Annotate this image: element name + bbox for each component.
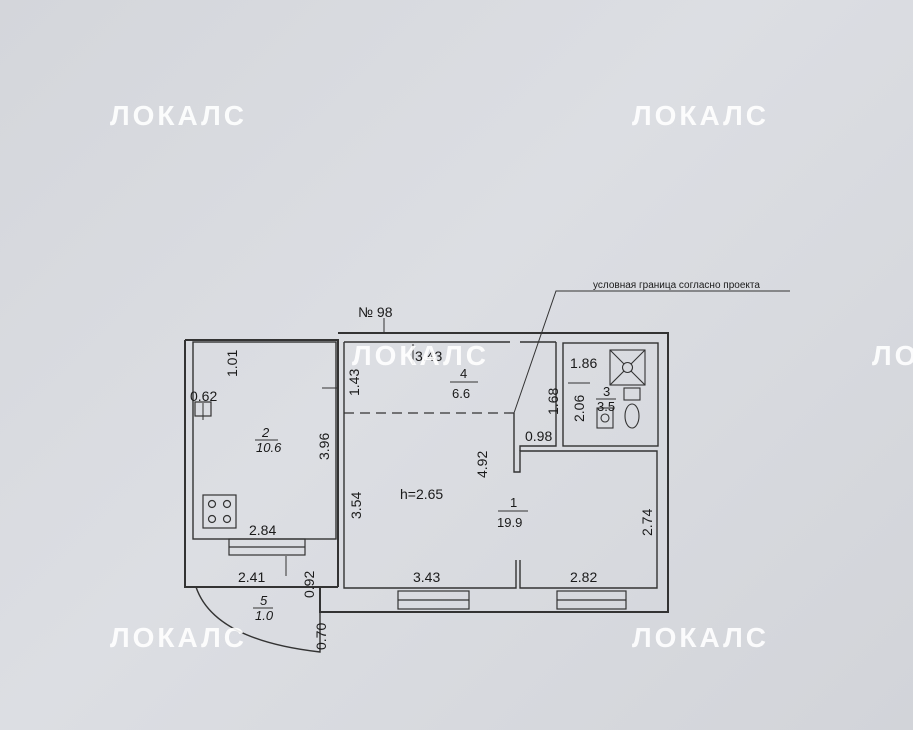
outer-walls bbox=[184, 332, 669, 613]
stove-icon bbox=[202, 494, 237, 529]
watermark-right-edge: ЛОКАЛС bbox=[872, 340, 913, 372]
ceiling-height-label: h=2.65 bbox=[400, 486, 443, 502]
boundary-note-label: условная граница согласно проекта bbox=[593, 280, 760, 291]
dim-bath-top: 1.86 bbox=[570, 355, 597, 371]
living-window-left bbox=[397, 590, 470, 610]
dim-balcony-right: 0.92 bbox=[301, 571, 317, 598]
basin-icon bbox=[596, 407, 614, 429]
dim-hall-left: 1.43 bbox=[346, 369, 362, 396]
dim-hall-top: 3.43 bbox=[415, 348, 442, 364]
dim-bath-left: 1.68 bbox=[545, 388, 561, 415]
watermark-bottom-left: ЛОКАЛС bbox=[110, 622, 247, 653]
watermark-top-right: ЛОКАЛС bbox=[632, 100, 769, 131]
dim-kitchen-bottom: 2.84 bbox=[249, 522, 276, 538]
dim-living-bottom-left: 3.43 bbox=[413, 569, 440, 585]
room2-number: 2 bbox=[261, 425, 270, 440]
dimension-ticks bbox=[202, 344, 590, 576]
dim-balcony-top: 2.41 bbox=[238, 569, 265, 585]
dim-kitchen-left-mid: 0.62 bbox=[190, 388, 217, 404]
dim-balcony-bottom: 0.70 bbox=[313, 623, 329, 650]
dim-hall-partition: 4.92 bbox=[474, 451, 490, 478]
toilet-icon bbox=[623, 387, 641, 429]
dim-living-right: 2.74 bbox=[639, 509, 655, 536]
kitchen-window bbox=[228, 538, 306, 556]
room3-area: 3.5 bbox=[597, 399, 615, 414]
watermark-right-edge-text: ЛОКАЛС bbox=[872, 340, 913, 371]
shower-icon bbox=[609, 349, 646, 386]
room5-number: 5 bbox=[260, 593, 268, 608]
watermark-top-left: ЛОКАЛС bbox=[110, 100, 247, 131]
dim-kitchen-right: 3.96 bbox=[316, 433, 332, 460]
inner-walls bbox=[343, 341, 659, 589]
dim-kitchen-left-top: 1.01 bbox=[224, 350, 240, 377]
room4-area: 6.6 bbox=[452, 386, 470, 401]
room4-number: 4 bbox=[460, 366, 467, 381]
dim-bath-right: 2.06 bbox=[571, 395, 587, 422]
watermark-center: ЛОКАЛС bbox=[352, 340, 489, 371]
dim-living-left: 3.54 bbox=[348, 492, 364, 519]
flat-number-label: № 98 bbox=[358, 304, 393, 320]
room5-area: 1.0 bbox=[255, 608, 274, 623]
dim-living-bottom-right: 2.82 bbox=[570, 569, 597, 585]
room3-number: 3 bbox=[603, 384, 610, 399]
watermark-bottom-right: ЛОКАЛС bbox=[632, 622, 769, 653]
room2-area: 10.6 bbox=[256, 440, 282, 455]
room1-area: 19.9 bbox=[497, 515, 522, 530]
room1-number: 1 bbox=[510, 495, 517, 510]
dim-bath-bottom: 0.98 bbox=[525, 428, 552, 444]
boundary-leader bbox=[513, 290, 790, 414]
living-window-right bbox=[556, 590, 627, 610]
balcony-outline bbox=[195, 586, 321, 653]
